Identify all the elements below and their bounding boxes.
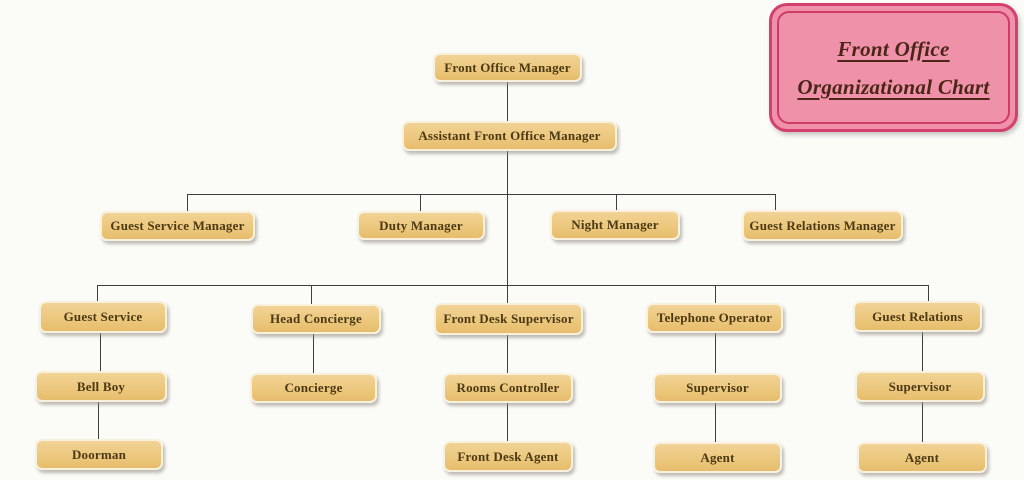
connector-line bbox=[507, 403, 508, 441]
node-duty-manager: Duty Manager bbox=[357, 211, 485, 240]
node-front-desk-agent: Front Desk Agent bbox=[443, 441, 573, 472]
node-night-manager: Night Manager bbox=[550, 210, 680, 240]
connector-line bbox=[100, 333, 101, 371]
title-card-inner-border: Front Office Organizational Chart bbox=[777, 11, 1010, 124]
node-assistant-front-office-manager: Assistant Front Office Manager bbox=[402, 121, 617, 151]
node-telephone-operator: Telephone Operator bbox=[646, 303, 783, 333]
connector-line bbox=[715, 403, 716, 442]
node-rooms-controller: Rooms Controller bbox=[443, 373, 573, 403]
title-line-2: Organizational Chart bbox=[797, 74, 990, 99]
node-bell-boy: Bell Boy bbox=[35, 371, 167, 402]
node-concierge: Concierge bbox=[250, 373, 377, 403]
title-line-1: Front Office bbox=[837, 36, 950, 61]
title-card: Front Office Organizational Chart bbox=[769, 3, 1018, 132]
connector-line bbox=[715, 333, 716, 373]
connector-line bbox=[420, 194, 421, 211]
connector-line bbox=[507, 82, 508, 122]
node-agent-telephone: Agent bbox=[653, 442, 782, 473]
connector-line bbox=[98, 402, 99, 439]
connector-line bbox=[922, 402, 923, 442]
connector-line bbox=[715, 285, 716, 303]
connector-line bbox=[775, 194, 776, 210]
connector-line bbox=[97, 285, 98, 301]
connector-line bbox=[313, 334, 314, 373]
node-supervisor-guest-relations: Supervisor bbox=[855, 371, 985, 402]
connector-line bbox=[187, 194, 776, 195]
node-agent-guest-relations: Agent bbox=[857, 442, 987, 473]
node-supervisor-telephone: Supervisor bbox=[653, 373, 782, 403]
node-doorman: Doorman bbox=[35, 439, 163, 470]
node-guest-relations: Guest Relations bbox=[853, 301, 982, 332]
connector-line bbox=[311, 285, 312, 304]
connector-line bbox=[187, 194, 188, 211]
node-front-office-manager: Front Office Manager bbox=[433, 53, 582, 82]
connector-line bbox=[922, 332, 923, 371]
node-guest-service: Guest Service bbox=[39, 301, 167, 333]
connector-line bbox=[507, 335, 508, 373]
node-guest-service-manager: Guest Service Manager bbox=[100, 211, 255, 241]
connector-line bbox=[616, 194, 617, 210]
node-front-desk-supervisor: Front Desk Supervisor bbox=[434, 303, 583, 335]
connector-line bbox=[97, 285, 929, 286]
node-guest-relations-manager: Guest Relations Manager bbox=[742, 210, 903, 241]
node-head-concierge: Head Concierge bbox=[251, 304, 381, 334]
connector-line bbox=[507, 151, 508, 303]
connector-line bbox=[928, 285, 929, 301]
